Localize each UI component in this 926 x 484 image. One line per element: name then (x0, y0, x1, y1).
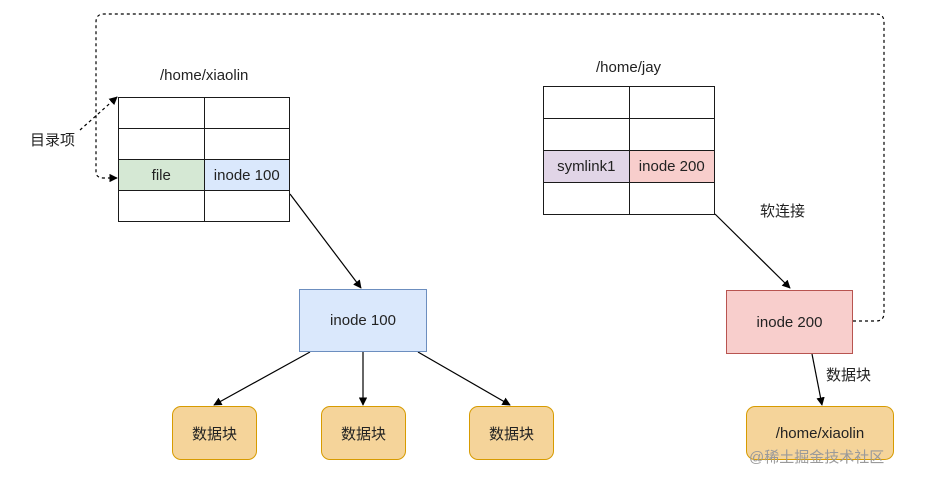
edge-inode100-to-block-1 (213, 351, 311, 406)
right-dir-cell: inode 200 (628, 150, 715, 183)
right-dir-cell (543, 182, 630, 215)
left-dir-cell (203, 190, 290, 222)
edge-inode200-to-target (811, 353, 825, 406)
right-dir-row (543, 182, 715, 215)
edge-inode100-to-block-3 (417, 351, 511, 406)
dir-entry-label: 目录项 (30, 132, 76, 149)
right-dir-cell (628, 182, 715, 215)
right-dir-cell (628, 86, 715, 119)
left-dir-cell (203, 128, 290, 160)
right-dir-cell (628, 118, 715, 151)
right-dir-cell: symlink1 (543, 150, 630, 183)
data-block-label: 数据块 (826, 367, 872, 384)
soft-link-label: 软连接 (760, 203, 806, 220)
right-dir-title: /home/jay (596, 59, 662, 76)
right-dir-row (543, 86, 715, 119)
symlink-dashed-path (95, 13, 885, 322)
edge-inode100-cell-to-box (289, 193, 362, 289)
left-dir-title: /home/xiaolin (160, 67, 249, 84)
inode-100-box: inode 100 (299, 289, 427, 352)
left-dir-row (118, 97, 290, 129)
left-dir-row (118, 190, 290, 222)
left-dir-row (118, 128, 290, 160)
target-path-block: /home/xiaolin (746, 406, 894, 460)
data-block-3: 数据块 (469, 406, 554, 460)
right-dir-cell (543, 86, 630, 119)
data-block-2: 数据块 (321, 406, 406, 460)
left-dir-cell: inode 100 (203, 159, 290, 191)
left-dir-cell (118, 190, 205, 222)
edge-inode200-cell-to-box (714, 213, 791, 289)
left-dir-cell (203, 97, 290, 129)
data-block-1: 数据块 (172, 406, 257, 460)
right-dir-cell (543, 118, 630, 151)
left-dir-cell (118, 128, 205, 160)
inode-200-box: inode 200 (726, 290, 853, 354)
dir-entry-arrow-top (79, 96, 118, 131)
left-dir-cell: file (118, 159, 205, 191)
watermark: @稀土掘金技术社区 (749, 449, 885, 466)
right-dir-row (543, 118, 715, 151)
left-dir-cell (118, 97, 205, 129)
